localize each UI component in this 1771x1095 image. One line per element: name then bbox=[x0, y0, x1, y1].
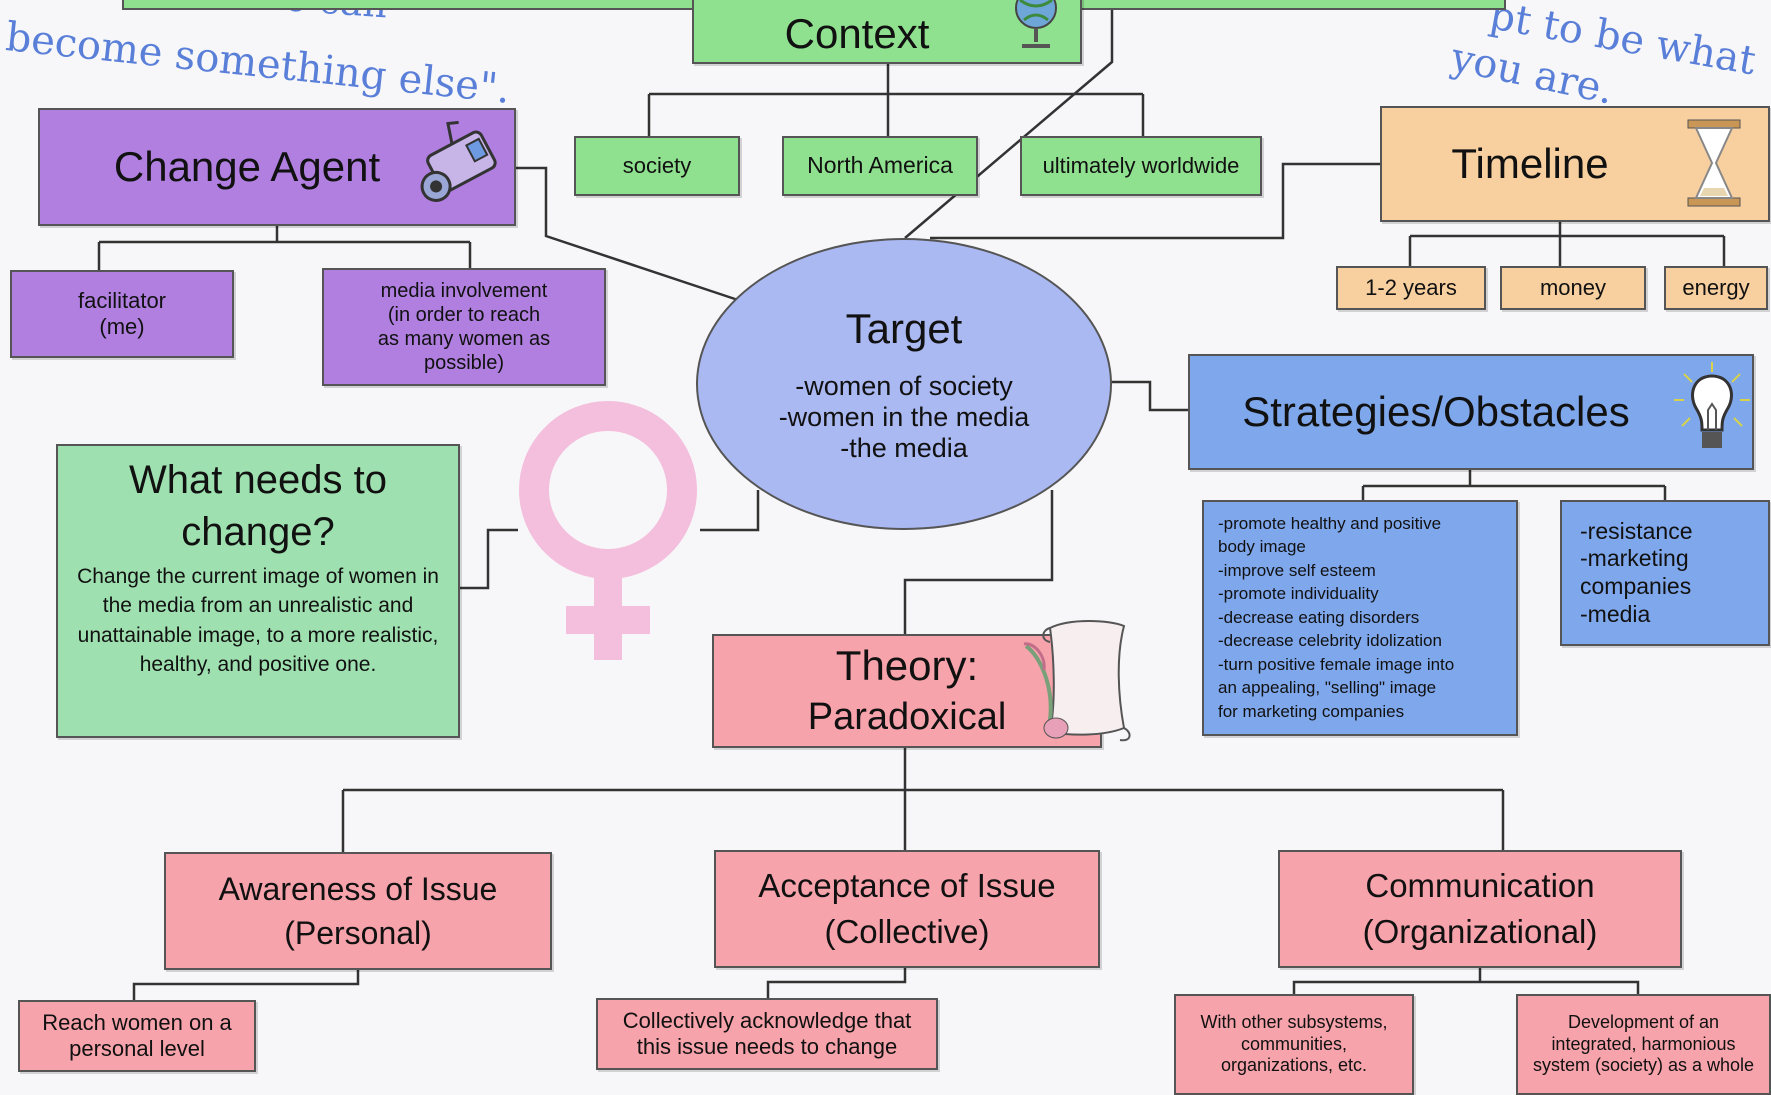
context-item-north-america: North America bbox=[782, 136, 978, 196]
awareness-title: Awareness of Issue bbox=[218, 870, 498, 907]
acceptance-child: Collectively acknowledge that this issue… bbox=[596, 998, 938, 1070]
context-item-society: society bbox=[574, 136, 740, 196]
awareness-box: Awareness of Issue (Personal) bbox=[164, 852, 552, 970]
target-line-3: -the media bbox=[840, 432, 968, 463]
communication-child-2: Development of an integrated, harmonious… bbox=[1516, 994, 1771, 1095]
what-change-box: What needs to change? Change the current… bbox=[56, 444, 460, 738]
strategy-item: -decrease celebrity idolization bbox=[1218, 631, 1442, 651]
hourglass-icon bbox=[1687, 119, 1741, 207]
change-agent-box: Change Agent bbox=[38, 108, 516, 226]
strategies-title: Strategies/Obstacles bbox=[1242, 387, 1630, 435]
obstacle-item: companies bbox=[1580, 573, 1692, 599]
communication-sub: (Organizational) bbox=[1362, 913, 1598, 950]
venus-symbol-icon bbox=[519, 401, 697, 660]
change-agent-title: Change Agent bbox=[113, 142, 381, 190]
lightbulb-icon bbox=[1674, 362, 1750, 448]
context-item-worldwide: ultimately worldwide bbox=[1020, 136, 1262, 196]
awareness-child: Reach women on a personal level bbox=[18, 1000, 256, 1072]
communication-box: Communication (Organizational) bbox=[1278, 850, 1682, 968]
target-ellipse: Target -women of society -women in the m… bbox=[696, 238, 1112, 530]
context-box: Context bbox=[692, 0, 1082, 64]
theory-box: Theory: Paradoxical bbox=[712, 634, 1102, 748]
change-agent-media: media involvement (in order to reach as … bbox=[322, 268, 606, 386]
target-title: Target bbox=[845, 304, 963, 352]
strategy-item: -improve self esteem bbox=[1218, 560, 1376, 580]
communication-title: Communication bbox=[1365, 867, 1595, 905]
strategy-item: -turn positive female image into bbox=[1218, 654, 1455, 674]
strategy-item: -decrease eating disorders bbox=[1218, 607, 1420, 627]
what-change-body: Change the current image of women in the… bbox=[77, 565, 439, 677]
timeline-title: Timeline bbox=[1451, 139, 1609, 187]
strategy-item: -promote healthy and positive bbox=[1218, 514, 1442, 533]
obstacle-item: -marketing bbox=[1580, 545, 1689, 572]
theory-line-2: Paradoxical bbox=[807, 696, 1007, 739]
strategy-item: -promote individuality bbox=[1218, 584, 1379, 604]
acceptance-title: Acceptance of Issue bbox=[758, 867, 1056, 905]
strategy-item: for marketing companies bbox=[1218, 701, 1405, 721]
theory-line-1: Theory: bbox=[835, 642, 979, 689]
timeline-box: Timeline bbox=[1380, 106, 1770, 222]
strategy-item: an appealing, "selling" image bbox=[1218, 678, 1437, 698]
obstacle-item: -media bbox=[1580, 600, 1651, 627]
timeline-energy: energy bbox=[1664, 266, 1768, 310]
video-camera-icon bbox=[420, 120, 497, 202]
context-title: Context bbox=[784, 9, 930, 57]
obstacle-item: -resistance bbox=[1580, 517, 1693, 544]
communication-child-1: With other subsystems, communities, orga… bbox=[1174, 994, 1414, 1095]
what-change-title: What needs to change? bbox=[129, 458, 387, 554]
strategies-list-box: -promote healthy and positive body image… bbox=[1202, 500, 1518, 736]
target-line-2: -women in the media bbox=[778, 401, 1030, 432]
strategy-item: body image bbox=[1218, 537, 1306, 557]
change-agent-facilitator: facilitator (me) bbox=[10, 270, 234, 358]
obstacles-list-box: -resistance -marketing companies -media bbox=[1560, 500, 1770, 646]
timeline-money: money bbox=[1500, 266, 1646, 310]
strategies-box: Strategies/Obstacles bbox=[1188, 354, 1754, 470]
globe-icon bbox=[1015, 0, 1057, 48]
acceptance-box: Acceptance of Issue (Collective) bbox=[714, 850, 1100, 968]
scroll-quill-icon bbox=[1023, 620, 1131, 742]
awareness-sub: (Personal) bbox=[284, 915, 432, 951]
target-line-1: -women of society bbox=[795, 370, 1013, 401]
acceptance-sub: (Collective) bbox=[824, 913, 990, 950]
timeline-years: 1-2 years bbox=[1336, 266, 1486, 310]
